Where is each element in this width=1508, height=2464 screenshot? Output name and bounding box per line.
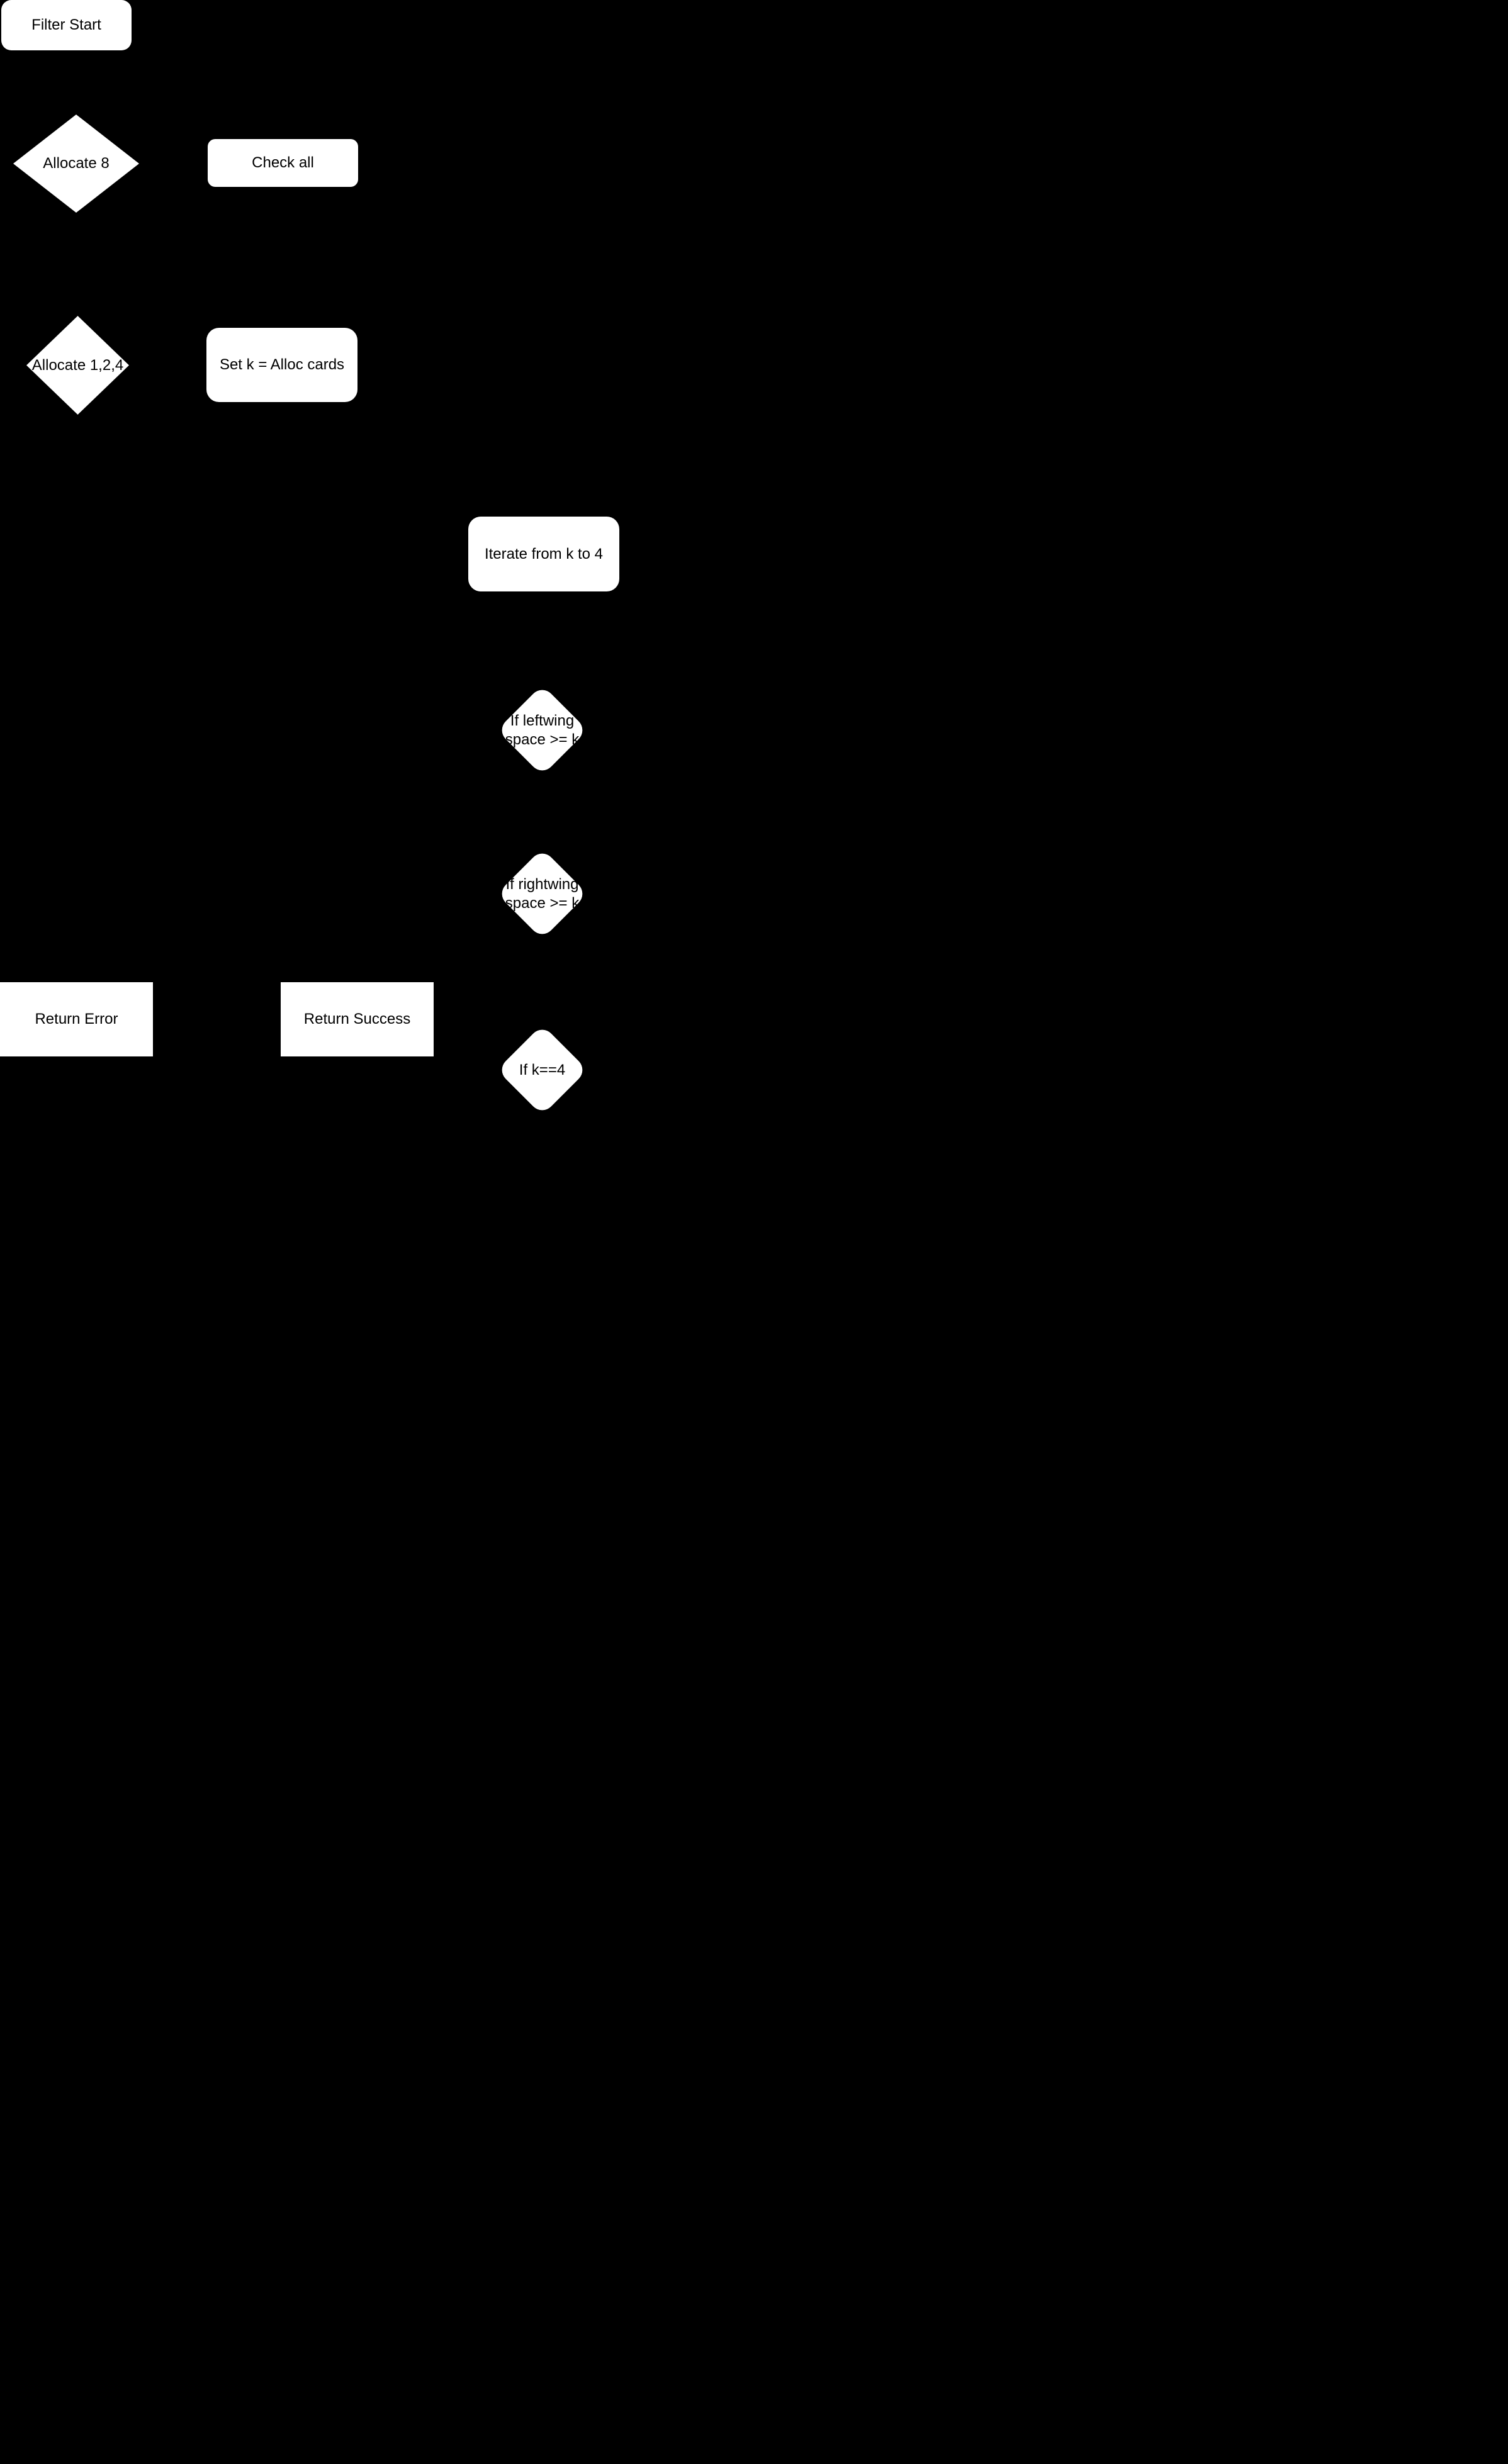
node-set-k-alloc-cards-label: Set k = Alloc cards <box>219 356 345 373</box>
flowchart-canvas: Filter Start Allocate 8 Check all Alloca… <box>0 0 754 1232</box>
diamond-shape <box>13 115 139 213</box>
node-check-all-label: Check all <box>252 154 314 171</box>
node-if-k-equals-4: If k==4 <box>497 1025 588 1115</box>
node-set-k-alloc-cards: Set k = Alloc cards <box>206 328 357 402</box>
node-return-error-label: Return Error <box>35 1011 118 1028</box>
node-if-rightwing-space: If rightwing space >= k <box>497 849 588 939</box>
node-iterate-from-k-to-4-label: Iterate from k to 4 <box>484 545 604 563</box>
node-filter-start: Filter Start <box>1 0 132 50</box>
node-return-success-label: Return Success <box>303 1011 411 1028</box>
node-allocate-8: Allocate 8 <box>13 115 139 213</box>
rounded-diamond-shape <box>502 853 583 934</box>
rounded-diamond-shape <box>502 690 583 771</box>
node-if-rightwing-space-label: If rightwing space >= k <box>505 875 580 912</box>
node-if-leftwing-space-label: If leftwing space >= k <box>505 712 580 748</box>
node-allocate-8-label: Allocate 8 <box>43 155 110 172</box>
rounded-diamond-shape <box>502 1029 583 1111</box>
node-filter-start-label: Filter Start <box>31 16 101 33</box>
node-check-all: Check all <box>208 139 358 187</box>
node-allocate-1-2-4: Allocate 1,2,4 <box>26 316 129 415</box>
node-if-k-equals-4-label: If k==4 <box>519 1061 566 1078</box>
diamond-shape <box>26 316 129 415</box>
node-return-error: Return Error <box>0 982 153 1056</box>
node-iterate-from-k-to-4: Iterate from k to 4 <box>468 517 619 591</box>
node-if-leftwing-space: If leftwing space >= k <box>497 685 588 775</box>
node-return-success: Return Success <box>281 982 434 1056</box>
node-allocate-1-2-4-label: Allocate 1,2,4 <box>31 356 124 374</box>
